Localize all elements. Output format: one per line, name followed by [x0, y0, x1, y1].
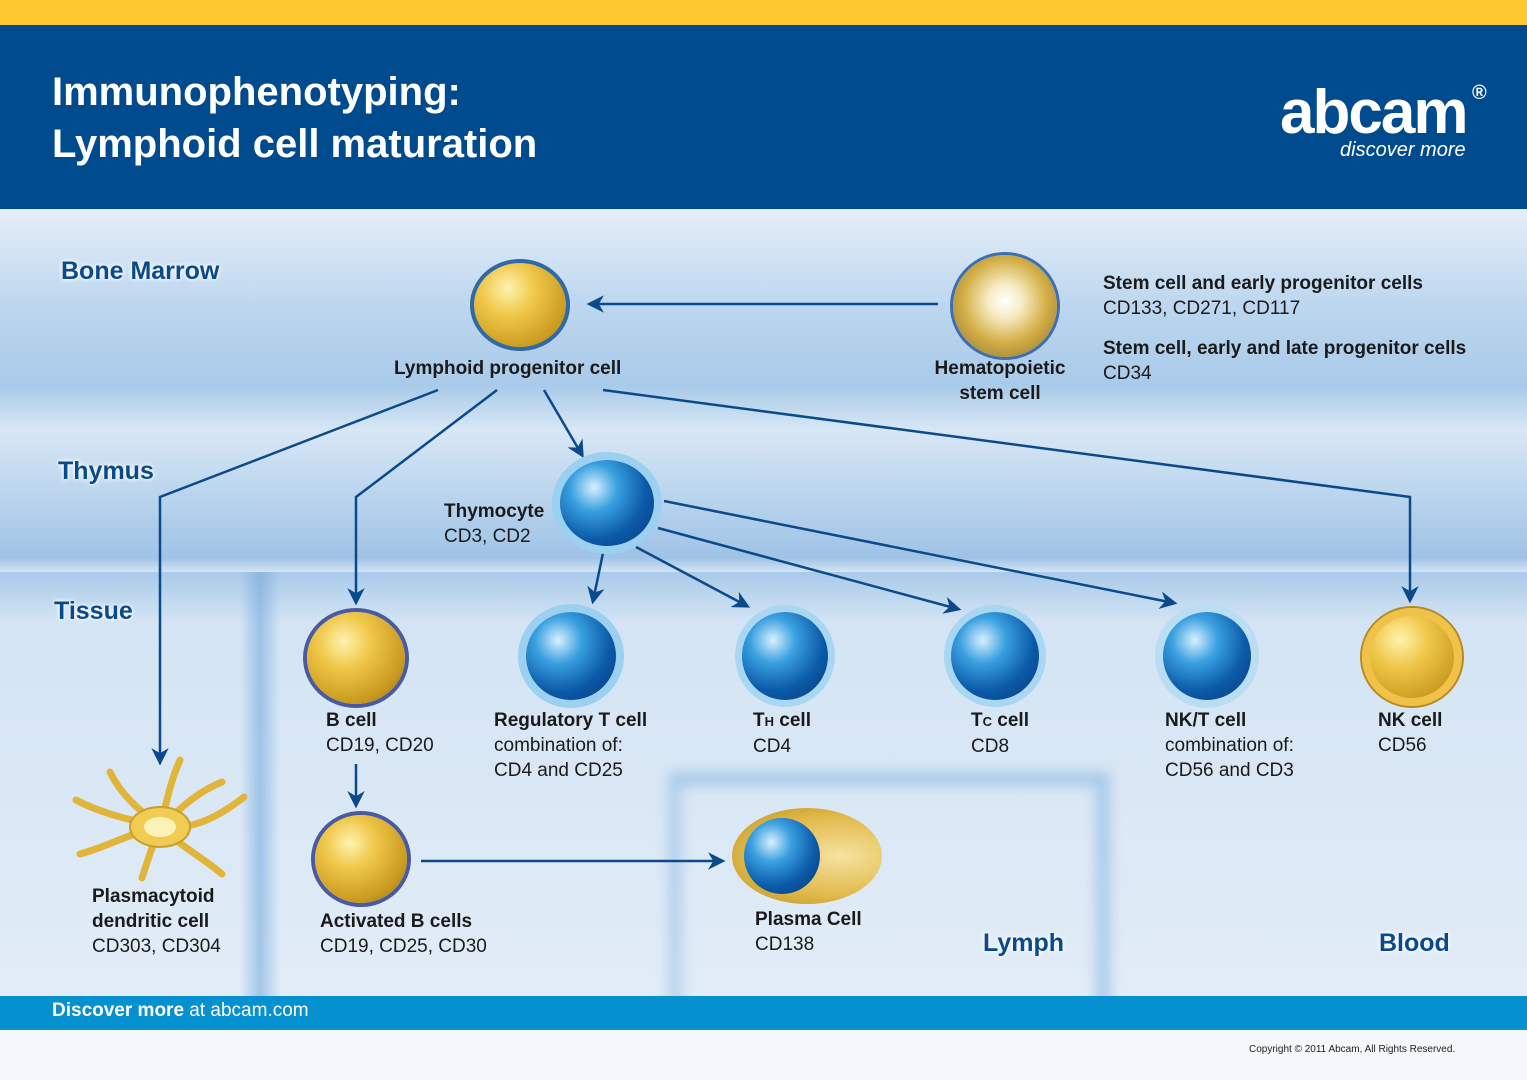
thymocyte-cell	[560, 460, 654, 546]
region-lymph: Lymph	[983, 929, 1065, 957]
blood-lymph-divider	[240, 572, 280, 1052]
activated-b-cell	[315, 815, 407, 903]
lymphoid-progenitor-cell	[470, 259, 570, 351]
b-cell	[307, 612, 405, 704]
tc-cell	[951, 612, 1039, 700]
title-line-1: Immunophenotyping:	[52, 70, 461, 114]
label-lymphoid-progenitor: Lymphoid progenitor cell	[394, 358, 622, 379]
region-thymus: Thymus	[58, 457, 154, 485]
top-stripe	[0, 0, 1527, 25]
hematopoietic-stem-cell	[953, 255, 1057, 357]
arrow-progenitor-to-bcell	[347, 389, 498, 606]
regulatory-t-cell	[526, 612, 616, 700]
region-blood: Blood	[1379, 929, 1450, 957]
bottom-strip	[0, 1030, 1527, 1080]
arrow-progenitor-to-thymocyte	[542, 389, 584, 459]
arrow-thymocyte-to-th	[635, 545, 751, 608]
arrow-thymocyte-to-treg	[587, 552, 605, 605]
bone-marrow-band	[0, 209, 1527, 430]
footer-link[interactable]: Discover more at abcam.com	[52, 1000, 309, 1022]
footer-link-rest: at abcam.com	[184, 1000, 309, 1021]
page-title: Immunophenotyping: Lymphoid cell maturat…	[52, 66, 537, 170]
plasmacytoid-dendritic-cell	[72, 756, 248, 882]
registered-mark: ®	[1472, 82, 1487, 104]
title-line-2: Lymphoid cell maturation	[52, 122, 538, 166]
region-tissue: Tissue	[54, 597, 133, 625]
copyright-text: Copyright © 2011 Abcam, All Rights Reser…	[1249, 1044, 1456, 1055]
arrow-thymocyte-to-tc	[657, 526, 962, 614]
arrow-thymocyte-to-nkt	[663, 499, 1178, 609]
nk-cell	[1362, 608, 1462, 706]
region-bone-marrow: Bone Marrow	[61, 257, 220, 285]
header-banner	[0, 25, 1527, 209]
logo-tagline: discover more	[1340, 139, 1466, 161]
nkt-cell	[1163, 612, 1251, 700]
arrow-progenitor-to-nk	[602, 388, 1419, 604]
abcam-logo[interactable]: abcam	[1280, 78, 1468, 147]
plasma-cell-nucleus	[744, 818, 820, 894]
footer-bar	[0, 996, 1527, 1030]
arrow-progenitor-to-pdc	[151, 388, 439, 766]
th-cell	[742, 612, 828, 700]
thymus-band	[0, 430, 1527, 572]
stem-markers-group-2: Stem cell, early and late progenitor cel…	[1103, 338, 1467, 384]
footer-link-bold: Discover more	[52, 1000, 185, 1021]
